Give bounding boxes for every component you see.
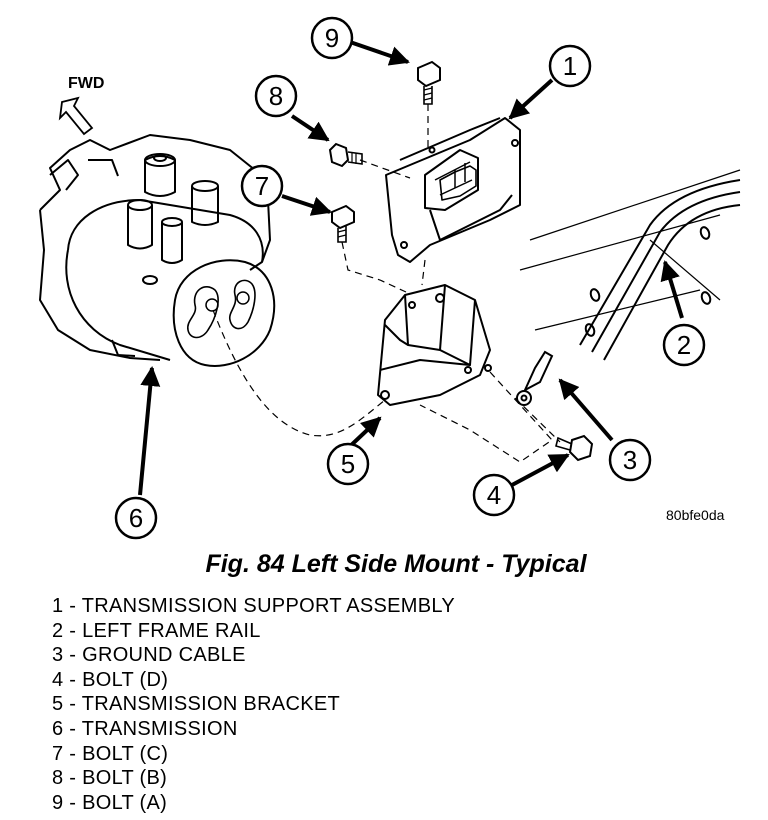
callout-7-label: 7 [255, 171, 269, 201]
bolt-b-drawing [328, 142, 363, 168]
bolt-d-drawing [555, 434, 594, 462]
legend-list: 1 - TRANSMISSION SUPPORT ASSEMBLY 2 - LE… [52, 594, 455, 815]
callout-4-label: 4 [487, 480, 501, 510]
callout-5-label: 5 [341, 449, 355, 479]
callout-7: 7 [240, 164, 284, 208]
callout-9-label: 9 [325, 23, 339, 53]
transmission-support-assembly-drawing [385, 117, 521, 263]
callout-1: 1 [548, 44, 592, 88]
assembly-guide-lines [212, 104, 561, 463]
legend-item: 9 - BOLT (A) [52, 791, 168, 814]
legend-item: 2 - LEFT FRAME RAIL [52, 619, 261, 642]
legend-item: 3 - GROUND CABLE [52, 644, 246, 667]
fwd-indicator: FWD [58, 75, 104, 136]
callout-2: 2 [662, 323, 706, 367]
legend-item: 8 - BOLT (B) [52, 767, 168, 790]
ground-cable-drawing [516, 350, 554, 406]
callout-5: 5 [326, 442, 370, 486]
callout-6-label: 6 [129, 503, 143, 533]
legend-item: 4 - BOLT (D) [52, 668, 169, 691]
fwd-arrow-icon [58, 96, 94, 136]
figure-code: 80bfe0da [666, 507, 725, 523]
figure-caption: Fig. 84 Left Side Mount - Typical [205, 550, 587, 578]
left-frame-rail-drawing [519, 169, 741, 361]
callout-leaders [138, 40, 684, 496]
fwd-label: FWD [68, 75, 104, 92]
transmission-bracket-drawing [377, 284, 492, 406]
callout-4: 4 [472, 473, 516, 517]
exploded-view-illustration: FWD [39, 16, 741, 540]
legend-item: 7 - BOLT (C) [52, 742, 169, 765]
callout-6: 6 [114, 496, 158, 540]
callout-3: 3 [608, 438, 652, 482]
callout-1-label: 1 [563, 51, 577, 81]
callout-8: 8 [254, 74, 298, 118]
bolt-c-drawing [331, 204, 355, 243]
transmission-drawing [39, 134, 276, 367]
callout-9: 9 [310, 16, 354, 60]
callout-2-label: 2 [677, 330, 691, 360]
callout-8-label: 8 [269, 81, 283, 111]
bolt-a-drawing [417, 60, 441, 105]
legend-item: 5 - TRANSMISSION BRACKET [52, 693, 340, 716]
legend-item: 6 - TRANSMISSION [52, 717, 238, 740]
legend-item: 1 - TRANSMISSION SUPPORT ASSEMBLY [52, 595, 455, 617]
callout-3-label: 3 [623, 445, 637, 475]
